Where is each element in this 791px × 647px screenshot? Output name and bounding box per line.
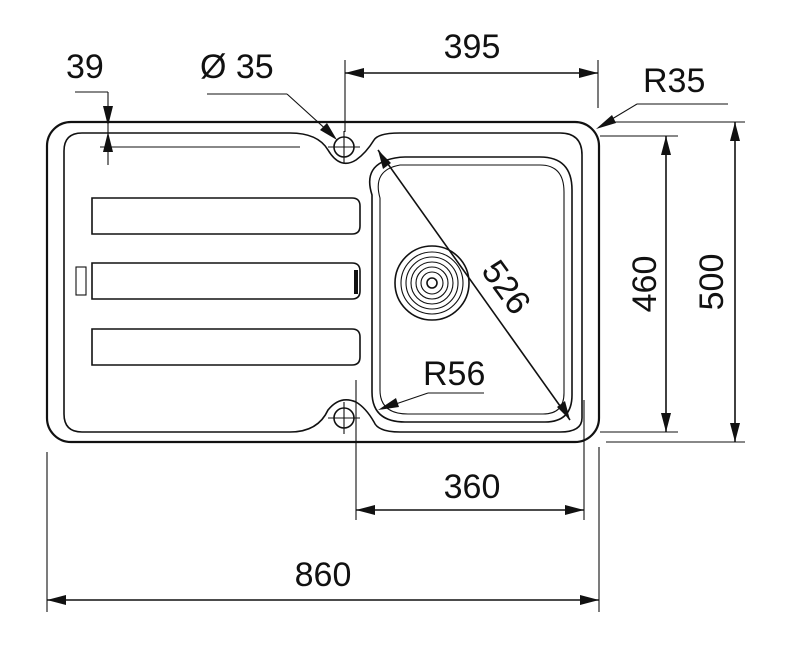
rib-end-cap: [354, 270, 358, 294]
bowl-width-label: 360: [444, 468, 501, 506]
hole-diameter-label: Ø 35: [200, 48, 274, 86]
bowl-radius-label: R56: [423, 355, 485, 393]
width-dimension: 860: [46, 447, 600, 612]
bowl-width-dimension: 360: [355, 380, 585, 520]
sink-body: [45, 120, 601, 444]
drainer-offset-dimension: 39: [66, 48, 300, 165]
bowl-spacing-dimension: 395: [344, 28, 599, 132]
bowl-height-label: 460: [626, 256, 664, 313]
drainer-offset-label: 39: [66, 48, 104, 86]
hole-diameter-callout: Ø 35: [200, 48, 337, 140]
drainer-rib-2: [91, 262, 361, 300]
height-label: 500: [693, 254, 731, 311]
height-dimension: 500: [606, 121, 745, 443]
bowl-radius-callout: R56: [378, 355, 485, 410]
drainer-rib-3: [91, 328, 361, 366]
tap-hole-bottom: [328, 402, 360, 434]
drainer-inner-outline: [63, 132, 583, 433]
diagonal-label: 526: [474, 253, 538, 321]
corner-radius-callout: R35: [596, 62, 728, 129]
drainer-rib-1: [91, 197, 361, 235]
corner-radius-label: R35: [643, 62, 705, 100]
width-label: 860: [295, 556, 352, 594]
bowl-spacing-label: 395: [444, 28, 501, 66]
bowl-outline: [368, 156, 573, 423]
sink-outer-outline: [45, 120, 601, 444]
overflow-slot: [75, 266, 87, 296]
bowl-height-dimension: 460: [600, 135, 678, 433]
drain-strainer: [394, 245, 470, 321]
tap-hole-top: [328, 131, 360, 163]
